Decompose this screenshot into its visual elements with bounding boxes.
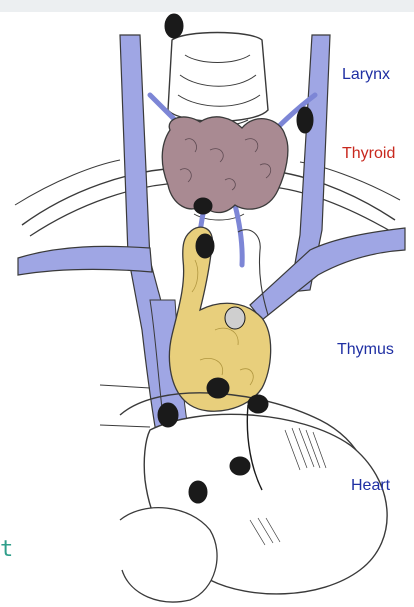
- right-clavicle-inner: [262, 186, 392, 232]
- thyroid-gland: [162, 117, 288, 213]
- lymph-vessel-3: [100, 425, 150, 427]
- lymph-vessel-2: [100, 385, 150, 388]
- lymph-node-thymus-top: [196, 234, 214, 258]
- left-brachiocephalic-vein: [18, 246, 152, 275]
- label-larynx: Larynx: [342, 66, 390, 84]
- lymph-node-thymus-low: [207, 378, 229, 398]
- lymph-node-top-left: [165, 14, 183, 38]
- lymph-node-thymus-mid: [225, 307, 245, 329]
- left-clavicle: [22, 168, 180, 225]
- lymph-node-top-right: [297, 107, 313, 133]
- right-brachiocephalic-vein: [250, 228, 405, 320]
- edge-text-fragment: t: [0, 537, 14, 562]
- lymph-node-bottom: [189, 481, 207, 503]
- lymph-node-vena: [158, 403, 178, 427]
- lymph-node-thyroid: [194, 198, 212, 214]
- label-thymus: Thymus: [337, 341, 394, 359]
- label-thyroid: Thyroid: [342, 145, 395, 163]
- heart-lower-lobe: [120, 508, 217, 602]
- left-clavicle-inner: [30, 183, 180, 236]
- lymph-node-right-low: [248, 395, 268, 413]
- label-heart: Heart: [351, 477, 390, 495]
- lymph-node-heart: [230, 457, 250, 475]
